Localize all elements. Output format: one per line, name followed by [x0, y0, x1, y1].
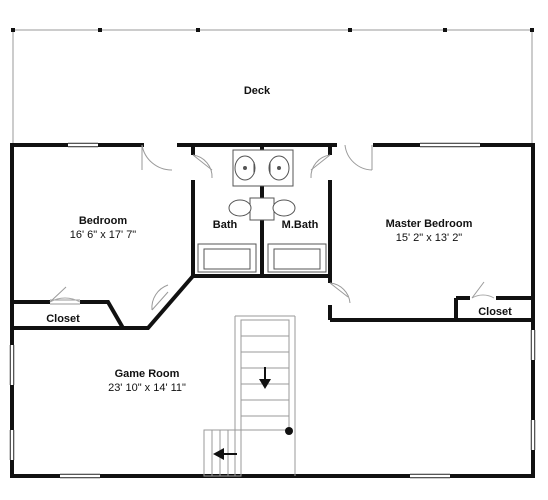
arrow-left-icon	[213, 448, 237, 460]
window-frames	[9, 142, 536, 479]
arrow-down-icon	[259, 367, 271, 389]
bath-label: Bath	[212, 219, 238, 231]
newel-post	[285, 427, 293, 435]
door-swings	[141, 144, 373, 311]
master-bedroom-label: Master Bedroom	[385, 218, 473, 230]
closet-left-label: Closet	[46, 313, 80, 325]
closet-right-label: Closet	[478, 306, 512, 318]
bath-fixtures	[197, 149, 327, 273]
deck-area	[12, 29, 533, 145]
closet-door-frames	[49, 281, 495, 305]
game-room-label: Game Room	[114, 368, 180, 380]
game-room-dimensions: 23' 10" x 14' 11"	[108, 382, 186, 394]
master-bedroom-dimensions: 15' 2" x 13' 2"	[395, 232, 463, 244]
bedroom-dimensions: 16' 6" x 17' 7"	[69, 229, 137, 241]
faucet-marks	[253, 162, 271, 174]
deck-posts	[11, 28, 534, 32]
bedroom-label: Bedroom	[78, 215, 128, 227]
deck-label: Deck	[243, 85, 271, 97]
master-bath-label: M.Bath	[281, 219, 319, 231]
windows	[11, 144, 534, 477]
staircase	[203, 315, 296, 477]
